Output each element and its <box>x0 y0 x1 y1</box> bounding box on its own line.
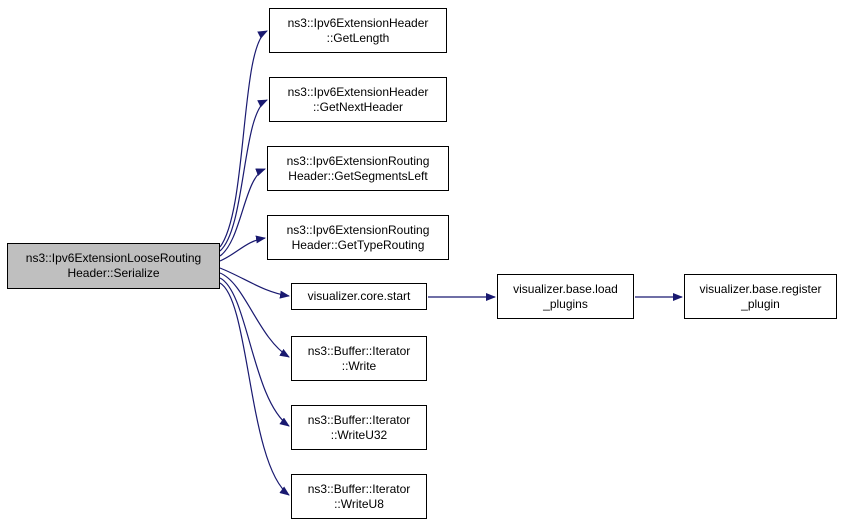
node-label-line: ns3::Ipv6ExtensionRouting <box>286 222 430 237</box>
edge-serialize-to-corestart <box>219 267 290 299</box>
node-label-line: ns3::Buffer::Iterator <box>307 412 411 427</box>
node-label-line: _plugin <box>741 296 780 311</box>
node-corestart[interactable]: visualizer.core.start <box>291 283 427 310</box>
edge-serialize-to-writeu32 <box>219 277 290 427</box>
node-label-line: Header::Serialize <box>67 266 160 280</box>
node-getlength[interactable]: ns3::Ipv6ExtensionHeader ::GetLength <box>269 8 447 53</box>
node-label-line: ::WriteU32 <box>330 427 388 442</box>
node-getsegmentsleft[interactable]: ns3::Ipv6ExtensionRouting Header::GetSeg… <box>267 146 449 191</box>
node-label-line: visualizer.core.start <box>307 289 411 303</box>
node-label-line: ns3::Ipv6ExtensionLooseRouting <box>25 251 202 265</box>
node-label-line: ns3::Buffer::Iterator <box>307 481 411 496</box>
edge-serialize-to-gettyperouting <box>219 235 266 262</box>
node-label-line: Header::GetSegmentsLeft <box>288 168 428 183</box>
node-label-line: ::GetLength <box>326 30 390 45</box>
node-label-line: Header::GetTypeRouting <box>291 237 425 252</box>
node-loadplugins[interactable]: visualizer.base.load _plugins <box>497 274 634 319</box>
edge-serialize-to-writeu8 <box>219 282 290 496</box>
node-label-line: ::WriteU8 <box>334 496 384 511</box>
node-write[interactable]: ns3::Buffer::Iterator ::Write <box>291 336 427 381</box>
edge-serialize-to-getsegmentsleft <box>219 168 266 257</box>
node-label-line: visualizer.base.register <box>699 281 822 296</box>
node-getnextheader[interactable]: ns3::Ipv6ExtensionHeader ::GetNextHeader <box>269 77 447 122</box>
node-label-line: visualizer.base.load <box>513 281 618 296</box>
node-label-line: _plugins <box>543 296 588 311</box>
node-serialize[interactable]: ns3::Ipv6ExtensionLooseRouting Header::S… <box>7 243 220 289</box>
node-writeu32[interactable]: ns3::Buffer::Iterator ::WriteU32 <box>291 405 427 450</box>
node-label-line: ::Write <box>341 358 377 373</box>
edge-serialize-to-getlength <box>219 30 268 248</box>
node-label-line: ns3::Ipv6ExtensionHeader <box>287 84 429 99</box>
node-writeu8[interactable]: ns3::Buffer::Iterator ::WriteU8 <box>291 474 427 519</box>
node-registerplugin[interactable]: visualizer.base.register _plugin <box>684 274 837 319</box>
node-label-line: ns3::Ipv6ExtensionHeader <box>287 15 429 30</box>
node-gettyperouting[interactable]: ns3::Ipv6ExtensionRouting Header::GetTyp… <box>267 215 449 260</box>
node-label-line: ::GetNextHeader <box>312 99 404 114</box>
edge-serialize-to-getnextheader <box>219 99 268 252</box>
node-label-line: ns3::Ipv6ExtensionRouting <box>286 153 430 168</box>
node-label-line: ns3::Buffer::Iterator <box>307 343 411 358</box>
edge-serialize-to-write <box>219 272 290 358</box>
